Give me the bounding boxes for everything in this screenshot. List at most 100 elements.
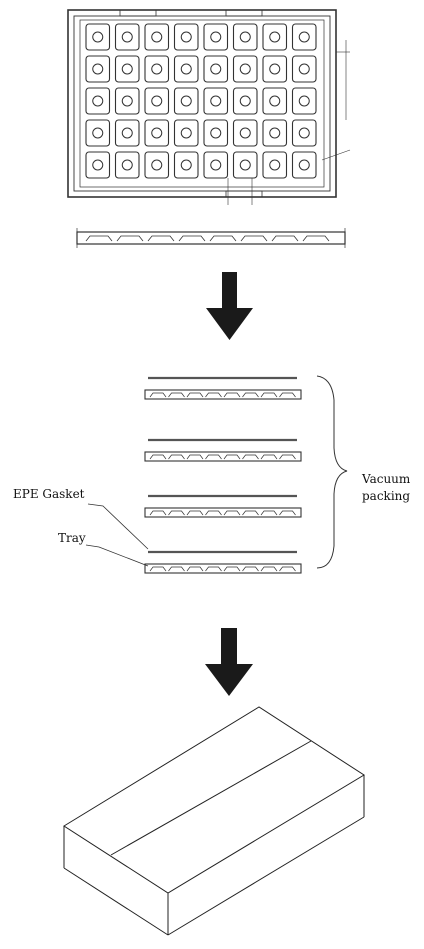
tray-pocket xyxy=(173,23,199,51)
pocket-hole xyxy=(121,95,133,107)
side-pocket xyxy=(240,235,268,242)
tray-pocket xyxy=(232,119,258,147)
tray-label: Tray xyxy=(58,531,86,545)
tray-pocket xyxy=(232,151,258,179)
pocket-hole xyxy=(92,127,104,139)
stacked-tray-pocket xyxy=(149,454,167,460)
box-top xyxy=(63,706,365,894)
pocket-hole xyxy=(298,63,310,75)
stacked-tray-pocket xyxy=(223,392,241,398)
pocket-hole xyxy=(180,63,192,75)
side-pocket xyxy=(302,235,330,242)
tray-rim-notch xyxy=(225,9,263,17)
tray-pocket xyxy=(232,23,258,51)
tray-pocket xyxy=(291,55,317,83)
tray-pocket xyxy=(173,151,199,179)
pocket-hole xyxy=(210,127,222,139)
tray-pocket xyxy=(262,119,288,147)
tray-pocket xyxy=(262,151,288,179)
tray-inner-outline xyxy=(73,15,331,192)
stacked-tray-pocket xyxy=(279,566,296,572)
tray-pocket xyxy=(144,119,170,147)
pocket-hole xyxy=(239,63,251,75)
pocket-hole xyxy=(239,127,251,139)
stacked-tray-pocket xyxy=(242,566,259,572)
stacked-tray-pocket xyxy=(260,566,278,572)
tray-pocket xyxy=(173,55,199,83)
vacuum-packing-label: Vacuum packing xyxy=(362,471,410,505)
pocket-hole xyxy=(269,95,281,107)
pocket-hole xyxy=(151,127,163,139)
tray-pocket xyxy=(114,87,140,115)
tray-pocket xyxy=(203,55,229,83)
tray-pocket xyxy=(232,87,258,115)
stacked-tray-pocket xyxy=(279,392,296,398)
leader-line xyxy=(321,149,351,161)
pocket-hole xyxy=(151,63,163,75)
tray-pocket xyxy=(203,23,229,51)
pocket-hole xyxy=(180,31,192,43)
tray-pocket xyxy=(291,23,317,51)
pocket-hole xyxy=(92,31,104,43)
stacked-tray-pocket xyxy=(186,510,204,516)
tray-pocket xyxy=(203,87,229,115)
tray-stack xyxy=(144,376,302,574)
stacked-tray-pocket xyxy=(205,454,222,460)
tray-pocket xyxy=(173,119,199,147)
tray-pocket xyxy=(232,55,258,83)
tray-pocket xyxy=(114,55,140,83)
stacked-tray xyxy=(144,389,302,400)
pocket-hole xyxy=(180,95,192,107)
tray-rim-notch xyxy=(225,190,263,198)
stacked-tray-pocket xyxy=(242,454,259,460)
epe-gasket-label: EPE Gasket xyxy=(13,487,85,501)
tray-rim-notch xyxy=(119,9,157,17)
stacked-tray-pocket xyxy=(242,392,259,398)
pocket-hole xyxy=(210,63,222,75)
pocket-hole xyxy=(298,127,310,139)
epe-gasket-leader xyxy=(87,503,149,550)
pocket-hole xyxy=(269,159,281,171)
side-view-outline xyxy=(76,231,346,245)
pocket-hole xyxy=(298,31,310,43)
stacked-tray-pocket xyxy=(186,392,204,398)
tray-pocket xyxy=(85,119,111,147)
stacked-tray-pocket xyxy=(223,566,241,572)
tray-pocket xyxy=(114,23,140,51)
tray-pocket xyxy=(85,151,111,179)
stacked-tray-pocket xyxy=(279,510,296,516)
stacked-tray-pocket xyxy=(223,510,241,516)
stacked-tray-pocket xyxy=(205,566,222,572)
side-view-pockets xyxy=(85,235,330,242)
stacked-tray-pocket xyxy=(186,454,204,460)
stacked-tray-pocket xyxy=(168,566,185,572)
side-pocket xyxy=(85,235,113,242)
stacked-tray-pocket xyxy=(260,392,278,398)
box-seam xyxy=(110,740,312,856)
tray-pockets xyxy=(85,23,317,179)
vacuum-label-line2: packing xyxy=(362,489,411,503)
tray-pocket xyxy=(114,151,140,179)
stacked-tray xyxy=(144,563,302,574)
vacuum-label-line1: Vacuum xyxy=(362,472,411,486)
pocket-hole xyxy=(92,95,104,107)
tray-pocket xyxy=(262,87,288,115)
stacked-tray-pocket xyxy=(242,510,259,516)
tray-pocket xyxy=(144,151,170,179)
tray-outline xyxy=(67,9,337,198)
tray-pocket xyxy=(291,119,317,147)
arrow-down-icon xyxy=(206,272,253,340)
stacked-tray-pocket xyxy=(186,566,204,572)
stacked-tray xyxy=(144,507,302,518)
tray-pocket xyxy=(85,87,111,115)
stacked-tray-pocket xyxy=(205,392,222,398)
tray-pocket xyxy=(203,119,229,147)
tray-pocket xyxy=(291,151,317,179)
side-pocket xyxy=(116,235,144,242)
pocket-hole xyxy=(269,127,281,139)
tray-pocket xyxy=(262,23,288,51)
stacked-tray-pocket xyxy=(149,392,167,398)
arrow-down-icon xyxy=(205,628,253,696)
